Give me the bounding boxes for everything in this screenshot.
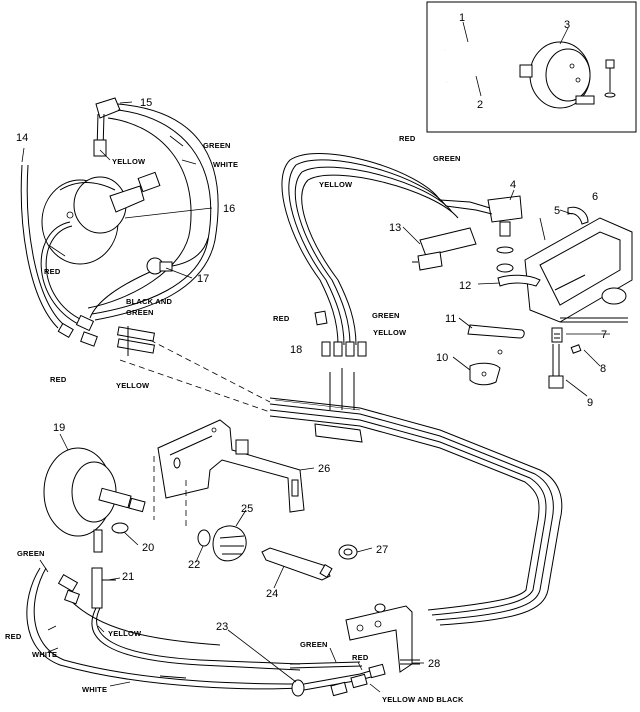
upper-left-assembly [20, 97, 219, 356]
label-green-19: GREEN [17, 549, 45, 558]
label-yellow-15: YELLOW [112, 157, 146, 166]
callout-7: 7 [601, 329, 607, 341]
callout-2: 2 [477, 99, 483, 111]
callout-14: 14 [16, 132, 28, 144]
inset-box [426, 1, 637, 133]
label-red-top: RED [399, 134, 416, 143]
center-harness [119, 153, 563, 626]
label-green-16: GREEN [203, 141, 231, 150]
callout-5: 5 [554, 205, 560, 217]
label-yellow-top: YELLOW [319, 180, 353, 189]
label-green-23: GREEN [300, 640, 328, 649]
label-red-18: RED [273, 314, 290, 323]
lower-left-assembly [26, 433, 301, 690]
callout-3: 3 [564, 19, 570, 31]
callout-13: 13 [389, 222, 401, 234]
callout-24: 24 [266, 588, 278, 600]
callout-25: 25 [241, 503, 253, 515]
callout-16: 16 [223, 203, 235, 215]
callout-8: 8 [600, 363, 606, 375]
lower-center-assembly [153, 419, 424, 697]
label-red-23: RED [352, 653, 369, 662]
callout-6: 6 [592, 191, 598, 203]
label-white-16: WHITE [213, 160, 238, 169]
callout-28: 28 [428, 658, 440, 670]
label-red-lower-left: RED [50, 375, 67, 384]
right-upper-assembly [402, 189, 633, 397]
callout-numbers: 1 2 3 4 5 6 7 8 9 10 11 12 13 14 15 16 1… [16, 12, 607, 670]
label-red-19: RED [5, 632, 22, 641]
callout-15: 15 [140, 97, 152, 109]
label-white-19: WHITE [32, 650, 57, 659]
callout-9: 9 [587, 397, 593, 409]
callout-17: 17 [197, 273, 209, 285]
label-green-black: GREEN [126, 308, 154, 317]
label-green-top: GREEN [433, 154, 461, 163]
callout-27: 27 [376, 544, 388, 556]
callout-21: 21 [122, 571, 134, 583]
label-green-18: GREEN [372, 311, 400, 320]
label-white-bottom: WHITE [82, 685, 107, 694]
callout-4: 4 [510, 179, 516, 191]
label-yellow-lower-left: YELLOW [116, 381, 150, 390]
callout-26: 26 [318, 463, 330, 475]
label-black-and: BLACK AND [126, 297, 172, 306]
callout-1: 1 [459, 12, 465, 24]
callout-10: 10 [436, 352, 448, 364]
label-yellow-19: YELLOW [108, 629, 142, 638]
callout-20: 20 [142, 542, 154, 554]
label-yellow-18: YELLOW [373, 328, 407, 337]
callout-11: 11 [445, 313, 456, 325]
callout-19: 19 [53, 422, 65, 434]
label-yellow-and-black: YELLOW AND BLACK [382, 695, 464, 704]
wire-labels: YELLOW GREEN WHITE RED BLACK AND GREEN R… [5, 134, 464, 704]
label-red-14: RED [44, 267, 61, 276]
callout-18: 18 [290, 344, 302, 356]
callout-12: 12 [459, 280, 471, 292]
callout-22: 22 [188, 559, 200, 571]
callout-23: 23 [216, 621, 228, 633]
